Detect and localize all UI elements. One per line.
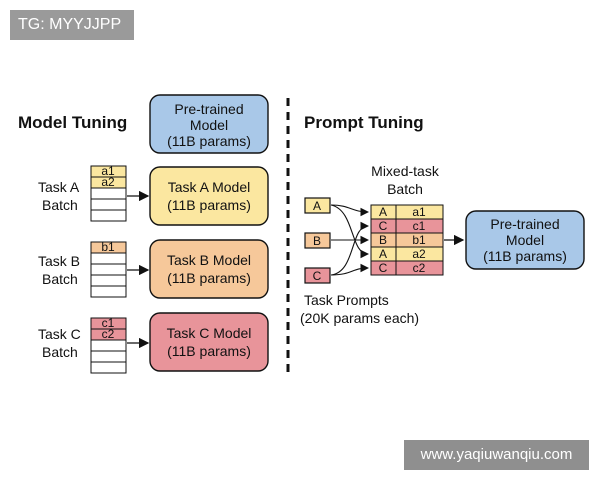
- prompt-b-box: [304, 232, 331, 249]
- task-b-label-line1: Task B: [38, 253, 80, 269]
- task-b-batch-table: [90, 241, 127, 298]
- batch-row-5-value: c2: [413, 261, 426, 275]
- mixed-batch-title-line2: Batch: [387, 181, 423, 197]
- pretrained-model-box-right: [465, 210, 585, 270]
- task-a-batch-table: [90, 165, 127, 222]
- task-b-label-line2: Batch: [42, 271, 78, 287]
- task-a-label-line1: Task A: [38, 179, 80, 195]
- task-c-label-line2: Batch: [42, 344, 78, 360]
- prompt-c-box: [304, 267, 331, 284]
- pretrained-model-box-left: [149, 94, 269, 154]
- task-a-model-line2: (11B params): [167, 197, 251, 213]
- task-a-row-1: a1: [101, 164, 115, 178]
- pretrained-left-line1: Pre-trained: [174, 101, 243, 117]
- task-c-model-box: [149, 312, 269, 372]
- batch-row-2-value: c1: [413, 219, 426, 233]
- task-c-label-line1: Task C: [38, 326, 81, 342]
- watermark-top: TG: MYYJJPP: [10, 10, 134, 40]
- watermark-bottom: www.yaqiuwanqiu.com: [404, 440, 589, 470]
- pretrained-left-line2: Model: [190, 117, 228, 133]
- task-c-model-line2: (11B params): [167, 343, 251, 359]
- batch-row-5-task: C: [379, 261, 388, 275]
- task-b-model-line1: Task B Model: [167, 252, 251, 268]
- task-c-row-1: c1: [102, 316, 115, 330]
- prompt-a-box: [304, 197, 331, 214]
- task-b-model-line2: (11B params): [167, 270, 251, 286]
- batch-row-4-value: a2: [412, 247, 426, 261]
- mixed-batch-table: [370, 204, 444, 276]
- task-b-model-box: [149, 239, 269, 299]
- task-prompts-label-line1: Task Prompts: [304, 292, 389, 308]
- task-b-row-1: b1: [101, 240, 115, 254]
- prompt-b-label: B: [313, 234, 321, 248]
- batch-row-3-value: b1: [412, 233, 426, 247]
- task-c-batch-table: [90, 317, 127, 374]
- task-c-row-2: c2: [102, 327, 115, 341]
- batch-row-4-task: A: [379, 247, 387, 261]
- batch-row-2-task: C: [379, 219, 388, 233]
- model-tuning-title: Model Tuning: [18, 113, 127, 132]
- task-a-row-2: a2: [101, 175, 115, 189]
- mixed-batch-title-line1: Mixed-task: [371, 163, 440, 179]
- task-a-model-box: [149, 166, 269, 226]
- task-prompts-label-line2: (20K params each): [300, 310, 419, 326]
- task-a-label-line2: Batch: [42, 197, 78, 213]
- pretrained-left-line3: (11B params): [167, 133, 251, 149]
- task-a-model-line1: Task A Model: [168, 179, 251, 195]
- prompt-c-label: C: [313, 269, 322, 283]
- pretrained-right-line3: (11B params): [483, 248, 567, 264]
- pretrained-right-line1: Pre-trained: [490, 216, 559, 232]
- batch-row-1-value: a1: [412, 205, 426, 219]
- batch-row-1-task: A: [379, 205, 387, 219]
- prompt-arrows: [330, 204, 370, 276]
- prompt-tuning-title: Prompt Tuning: [304, 113, 424, 132]
- batch-row-3-task: B: [379, 233, 387, 247]
- pretrained-right-line2: Model: [506, 232, 544, 248]
- task-c-model-line1: Task C Model: [167, 325, 252, 341]
- prompt-a-label: A: [313, 199, 321, 213]
